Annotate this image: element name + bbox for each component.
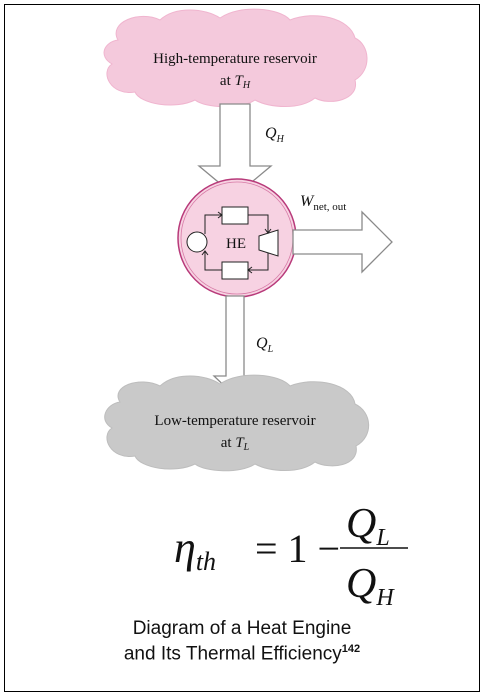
high-reservoir-label-line2: at TH: [220, 73, 251, 91]
cycle-lines: [204, 214, 269, 271]
footnote-reference: 142: [341, 643, 361, 655]
top-heat-exchanger: [221, 206, 249, 225]
pump-symbol: [186, 231, 208, 253]
low-reservoir-cloud-shape: [104, 374, 370, 472]
caption-line2: and Its Thermal Efficiency: [123, 643, 342, 665]
heat-input-label: QH: [265, 125, 285, 145]
heat-rejection-label: QL: [256, 335, 274, 355]
equals-one-minus: = 1 −: [255, 526, 340, 571]
work-output-arrow: [292, 210, 393, 274]
engine-label: HE: [226, 236, 246, 252]
high-reservoir-cloud-shape: [103, 8, 368, 108]
efficiency-symbol: ηth: [174, 523, 216, 576]
work-output-label: Wnet, out: [300, 193, 346, 213]
low-reservoir-label-line2: at TL: [221, 435, 250, 453]
flow-arrowheads: [201, 211, 272, 274]
turbine-symbol: [258, 229, 279, 257]
high-reservoir-label-line1: High-temperature reservoir: [153, 51, 317, 67]
bottom-heat-exchanger: [221, 261, 249, 280]
heat-engine: HE: [177, 178, 297, 298]
figure-caption: Diagram of a Heat Engine: [4, 618, 480, 640]
figure-caption-second: and Its Thermal Efficiency142: [4, 643, 480, 665]
fraction-numerator: QL: [346, 501, 390, 551]
high-temperature-reservoir: High-temperature reservoir at TH: [103, 8, 368, 108]
low-temperature-reservoir: Low-temperature reservoir at TL: [104, 374, 370, 472]
fraction-denominator: QH: [346, 561, 395, 611]
caption-line1: Diagram of a Heat Engine: [132, 618, 352, 639]
low-reservoir-label-line1: Low-temperature reservoir: [154, 413, 315, 429]
thermal-efficiency-equation: ηth = 1 − QL QH: [174, 501, 408, 611]
